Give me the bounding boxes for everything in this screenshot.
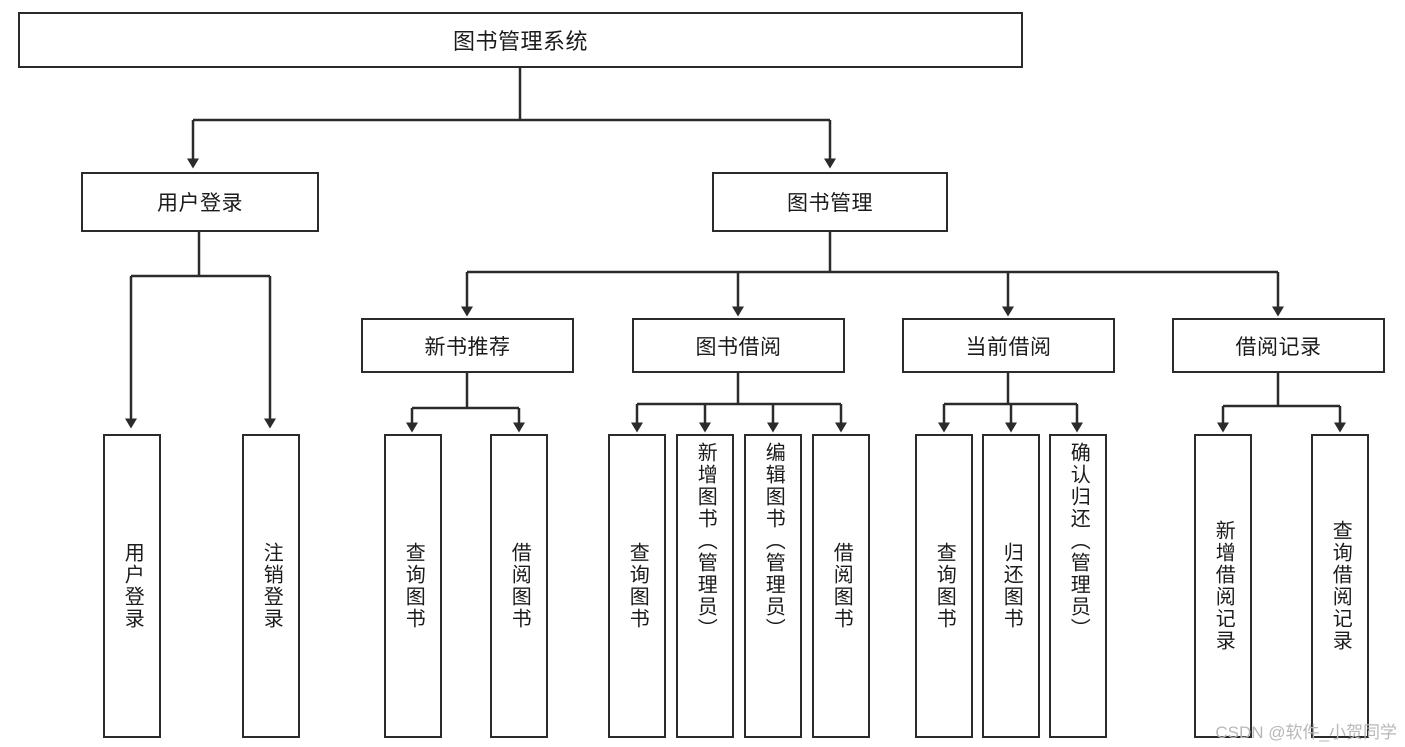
node-current-borrow-label: 当前借阅	[965, 335, 1052, 359]
node-book-borrow[interactable]: 图书借阅	[632, 318, 845, 373]
node-leaf-borrow-book-2-label: 借阅图书	[830, 542, 853, 630]
node-new-book-rec-label: 新书推荐	[424, 335, 511, 359]
node-book-borrow-label: 图书借阅	[695, 335, 782, 359]
node-borrow-record[interactable]: 借阅记录	[1172, 318, 1385, 373]
csdn-watermark: CSDN @软件_小贺同学	[1215, 723, 1397, 742]
node-leaf-confirm-return[interactable]: 确认归还（管理员）	[1049, 434, 1107, 738]
node-user-login[interactable]: 用户登录	[81, 172, 319, 232]
node-root[interactable]: 图书管理系统	[18, 12, 1023, 68]
node-leaf-return-book-label: 归还图书	[1000, 542, 1023, 630]
node-leaf-borrow-book-1-label: 借阅图书	[508, 542, 531, 630]
node-leaf-add-book[interactable]: 新增图书（管理员）	[676, 434, 734, 738]
node-user-login-label: 用户登录	[157, 192, 243, 215]
node-leaf-add-book-label: 新增图书（管理员）	[694, 442, 717, 640]
node-leaf-borrow-book-2[interactable]: 借阅图书	[812, 434, 870, 738]
node-leaf-edit-book-label: 编辑图书（管理员）	[762, 442, 785, 640]
node-leaf-query-record[interactable]: 查询借阅记录	[1311, 434, 1369, 738]
node-leaf-query-book-2-label: 查询图书	[626, 542, 649, 630]
node-leaf-edit-book[interactable]: 编辑图书（管理员）	[744, 434, 802, 738]
node-root-label: 图书管理系统	[452, 29, 588, 54]
node-borrow-record-label: 借阅记录	[1235, 335, 1322, 359]
node-book-manage-label: 图书管理	[787, 192, 873, 215]
node-leaf-add-record[interactable]: 新增借阅记录	[1194, 434, 1252, 738]
node-leaf-query-book-1[interactable]: 查询图书	[384, 434, 442, 738]
node-leaf-query-book-2[interactable]: 查询图书	[608, 434, 666, 738]
node-leaf-user-login-label: 用户登录	[121, 542, 144, 630]
node-leaf-user-login[interactable]: 用户登录	[103, 434, 161, 738]
node-current-borrow[interactable]: 当前借阅	[902, 318, 1115, 373]
node-new-book-rec[interactable]: 新书推荐	[361, 318, 574, 373]
node-leaf-query-book-1-label: 查询图书	[402, 542, 425, 630]
node-leaf-user-logout-label: 注销登录	[260, 542, 283, 630]
node-leaf-user-logout[interactable]: 注销登录	[242, 434, 300, 738]
node-leaf-query-book-3[interactable]: 查询图书	[915, 434, 973, 738]
node-leaf-confirm-return-label: 确认归还（管理员）	[1067, 442, 1090, 640]
node-book-manage[interactable]: 图书管理	[712, 172, 948, 232]
node-leaf-add-record-label: 新增借阅记录	[1212, 520, 1235, 652]
node-leaf-borrow-book-1[interactable]: 借阅图书	[490, 434, 548, 738]
node-leaf-query-record-label: 查询借阅记录	[1329, 520, 1352, 652]
node-leaf-query-book-3-label: 查询图书	[933, 542, 956, 630]
node-leaf-return-book[interactable]: 归还图书	[982, 434, 1040, 738]
